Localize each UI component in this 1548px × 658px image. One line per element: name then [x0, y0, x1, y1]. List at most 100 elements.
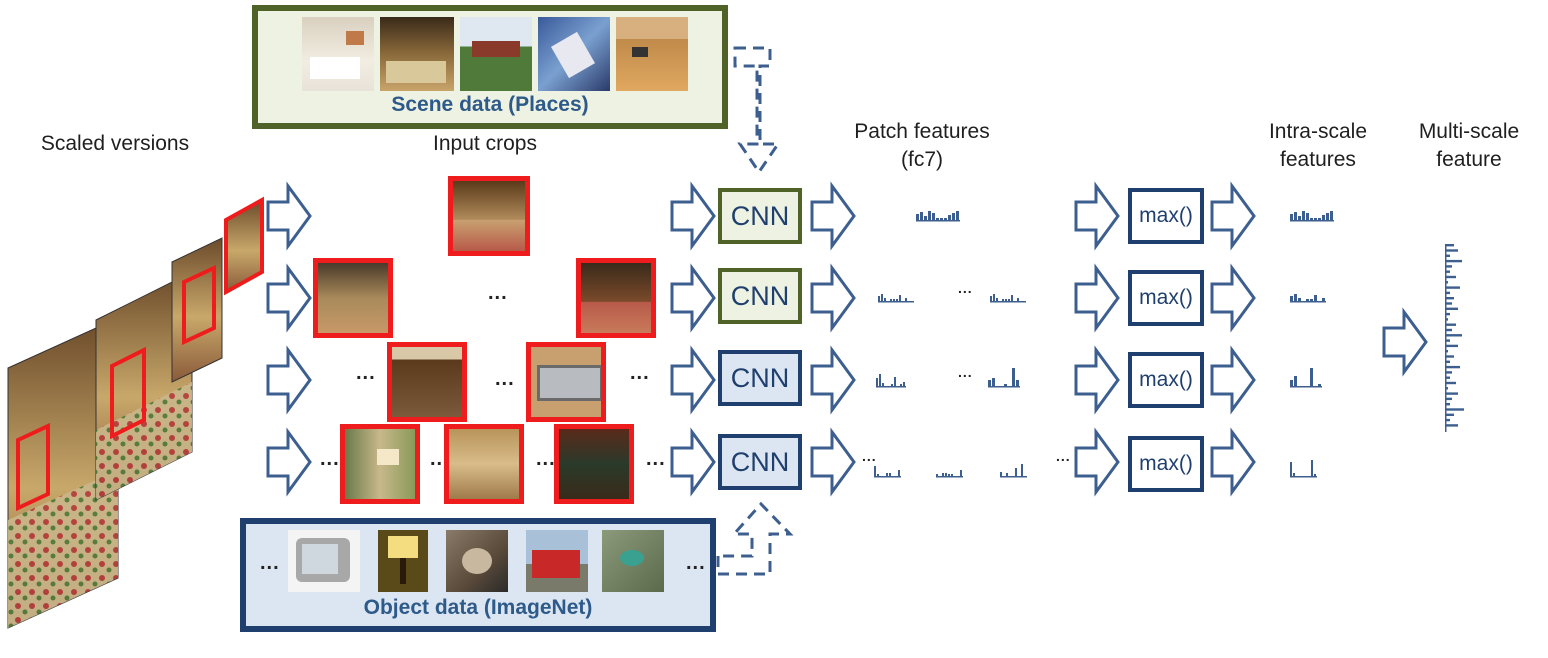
multi-scale-bar-icon — [1446, 259, 1462, 263]
feature-bar-icon — [936, 218, 939, 220]
multi-scale-bar-icon — [1446, 307, 1458, 310]
multi-scale-bar-icon — [1446, 254, 1450, 257]
feature-bar-icon — [1310, 299, 1313, 301]
multi-scale-bar-icon — [1446, 302, 1452, 305]
multi-scale-bar-icon — [1446, 381, 1456, 385]
feature-bar-icon — [886, 473, 888, 476]
feature-bar-icon — [1311, 460, 1313, 476]
patch-feature-ellipsis: ... — [862, 448, 877, 464]
hollow-right-arrow-icon — [670, 263, 716, 333]
multi-scale-bar-icon — [1446, 355, 1454, 358]
input-crops-label: Input crops — [433, 132, 537, 155]
scaled-crop-marker — [110, 346, 146, 440]
hollow-right-arrow-icon — [810, 263, 856, 333]
object-data-title: Object data (ImageNet) — [363, 596, 593, 619]
feature-bar-icon — [899, 295, 901, 301]
multi-scale-line2: feature — [1436, 148, 1502, 171]
multi-scale-bar-icon — [1446, 350, 1448, 353]
input-crop — [313, 258, 393, 338]
feature-bars — [874, 211, 1464, 478]
multi-scale-bar-icon — [1446, 334, 1462, 337]
feature-bar-icon — [896, 299, 898, 301]
cnn-box-object-1: CNN — [718, 350, 802, 406]
max-pool-box-3: max() — [1128, 352, 1204, 408]
hollow-right-arrow-icon — [670, 427, 716, 497]
hollow-right-arrow-icon — [810, 427, 856, 497]
object-thumb-truck — [526, 530, 588, 592]
multi-scale-bar-icon — [1446, 360, 1450, 363]
feature-bar-icon — [936, 474, 938, 476]
multi-scale-bar-icon — [1446, 413, 1454, 416]
feature-bar-icon — [1293, 473, 1295, 476]
feature-bar-icon — [893, 299, 895, 301]
multi-scale-bar-icon — [1446, 281, 1448, 284]
feature-bar-icon — [916, 214, 919, 220]
multi-scale-bar-icon — [1446, 376, 1450, 379]
feature-bar-icon — [1008, 299, 1010, 301]
hollow-right-arrow-icon — [1210, 263, 1256, 333]
feature-baseline-icon — [1290, 301, 1326, 303]
input-crop — [526, 342, 606, 422]
multi-scale-bar-icon — [1446, 270, 1450, 273]
dashed-up-arrow — [716, 501, 794, 576]
hollow-right-arrow-icon — [810, 345, 856, 415]
feature-baseline-icon — [936, 476, 963, 478]
feature-baseline-icon — [1290, 476, 1317, 478]
feature-bar-icon — [960, 470, 962, 476]
feature-bar-icon — [1290, 462, 1292, 476]
feature-bar-icon — [1326, 213, 1329, 220]
scene-thumb-dining — [538, 17, 610, 91]
multi-scale-feature-label: Multi-scale feature — [1394, 118, 1544, 174]
feature-bar-icon — [1290, 214, 1293, 220]
input-crop — [340, 424, 420, 504]
feature-bar-icon — [1310, 368, 1313, 386]
crop-ellipsis: ... — [488, 282, 508, 304]
feature-bar-icon — [956, 211, 959, 220]
feature-bar-icon — [898, 470, 900, 476]
object-ellipsis-right: ... — [686, 552, 706, 574]
patch-features-label: Patch features (fc7) — [842, 118, 1002, 174]
hollow-right-arrow-icon — [1382, 307, 1428, 377]
feature-bar-icon — [894, 377, 896, 386]
multi-scale-bar-icon — [1446, 424, 1458, 427]
feature-bar-icon — [903, 382, 905, 386]
feature-bar-icon — [1314, 295, 1317, 301]
feature-bar-icon — [905, 298, 907, 301]
scene-thumb-house — [460, 17, 532, 91]
feature-bar-icon — [1015, 468, 1017, 476]
feature-bar-icon — [952, 213, 955, 220]
feature-bar-icon — [940, 218, 943, 220]
feature-bar-icon — [1004, 384, 1007, 386]
feature-bar-icon — [1290, 380, 1293, 386]
feature-bar-icon — [944, 218, 947, 220]
scene-thumb-bedroom — [380, 17, 454, 91]
hollow-right-arrow-icon — [1074, 181, 1120, 251]
feature-bar-icon — [1011, 295, 1013, 301]
hollow-right-arrow-icon — [1210, 345, 1256, 415]
feature-bar-icon — [951, 474, 953, 476]
multi-scale-bar-icon — [1446, 265, 1452, 268]
scaled-crop-marker — [182, 264, 216, 346]
crop-ellipsis: ... — [320, 448, 340, 470]
input-crop — [444, 424, 524, 504]
feature-bar-icon — [988, 380, 991, 386]
patch-feature-ellipsis: ... — [958, 280, 973, 296]
feature-bar-icon — [928, 211, 931, 220]
feature-bar-icon — [878, 296, 880, 301]
feature-bar-icon — [890, 299, 892, 301]
intra-scale-line2: features — [1280, 148, 1356, 171]
hollow-right-arrow-icon — [1210, 427, 1256, 497]
feature-bar-icon — [1318, 384, 1321, 386]
object-thumb-cat — [446, 530, 508, 592]
cnn-box-scene-1: CNN — [718, 188, 802, 244]
object-thumb-bird — [602, 530, 664, 592]
multi-scale-baseline-icon — [1445, 244, 1447, 432]
scaled-image-smallest — [224, 196, 264, 296]
feature-bar-icon — [884, 298, 886, 301]
feature-baseline-icon — [1290, 220, 1334, 222]
feature-bar-icon — [1012, 368, 1015, 386]
crop-ellipsis: ... — [356, 362, 376, 384]
multi-scale-bar-icon — [1446, 286, 1460, 289]
feature-bar-icon — [1294, 376, 1297, 386]
input-crop — [554, 424, 634, 504]
